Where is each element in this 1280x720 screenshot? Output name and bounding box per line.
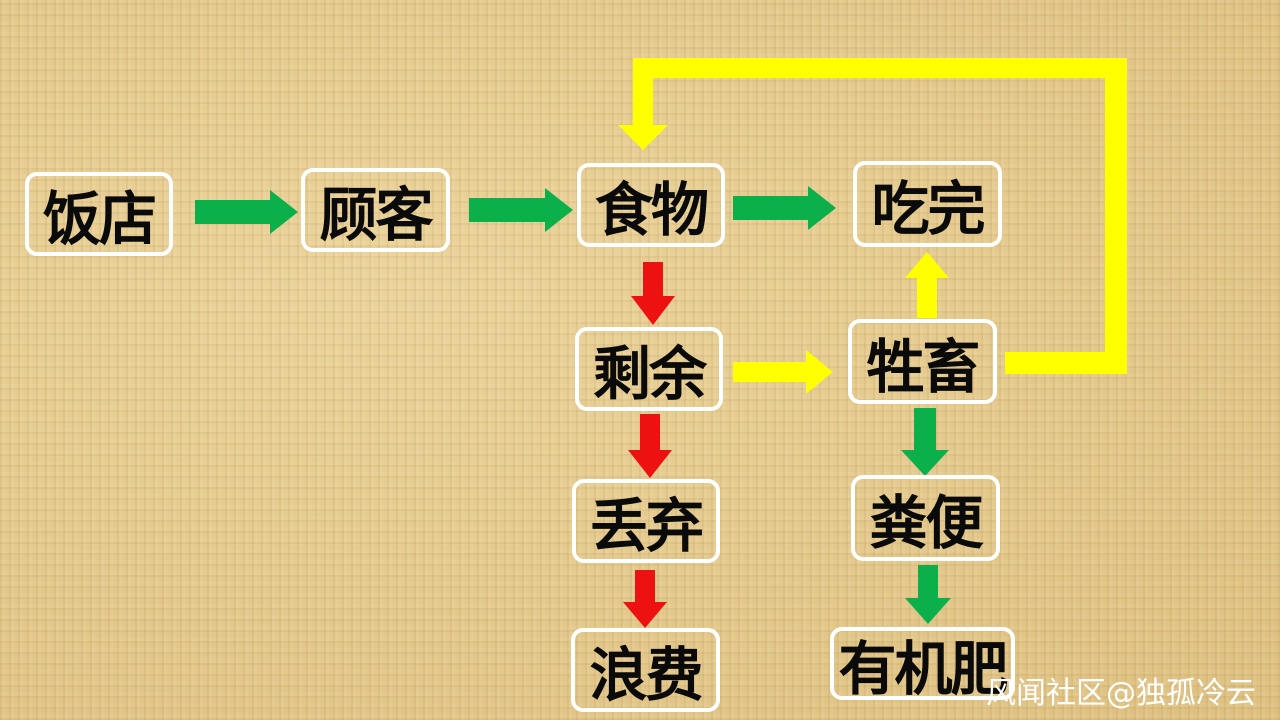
node-livestock: 牲畜 — [848, 319, 997, 404]
watermark: 风闻社区@独孤冷云 — [986, 676, 1256, 711]
arrow-livestock-to-eaten — [905, 252, 949, 318]
node-manure: 粪便 — [851, 475, 1000, 561]
arrow-discard-to-waste — [623, 570, 667, 628]
node-fertilizer: 有机肥 — [830, 627, 1015, 703]
node-leftover: 剩余 — [575, 327, 723, 411]
arrow-food-to-eaten — [733, 186, 836, 230]
arrow-livestock-to-manure — [901, 408, 949, 476]
node-discard: 丢弃 — [572, 479, 720, 563]
arrow-leftover-to-livestock — [733, 350, 833, 394]
arrow-manure-to-fertilizer — [905, 565, 951, 624]
arrow-leftover-to-discard — [628, 414, 672, 478]
node-restaurant: 饭店 — [25, 172, 173, 256]
node-food: 食物 — [577, 163, 725, 247]
arrow-customer-to-food — [469, 188, 573, 232]
arrow-food-to-leftover — [631, 262, 675, 325]
arrow-restaurant-to-customer — [195, 190, 298, 234]
node-customer: 顾客 — [301, 168, 450, 252]
node-eaten: 吃完 — [853, 161, 1002, 247]
node-waste: 浪费 — [571, 628, 720, 712]
